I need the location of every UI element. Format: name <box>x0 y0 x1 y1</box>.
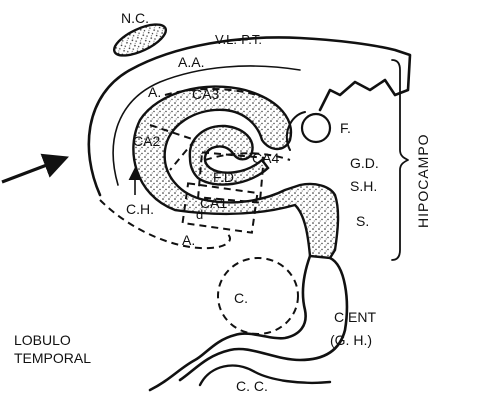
label-ca1: CA1 <box>200 195 227 211</box>
label-ch: C.H. <box>126 201 154 217</box>
label-s: S. <box>356 213 369 229</box>
label-cent: C.ENT <box>334 309 376 325</box>
label-fd: F.D. <box>213 169 238 185</box>
label-hipocampo: HIPOCAMPO <box>415 133 431 228</box>
label-nc: N.C. <box>121 10 149 26</box>
fimbria-shape <box>302 114 330 142</box>
label-ca2: CA2 <box>133 133 160 149</box>
pointer-arrow <box>2 160 60 182</box>
label-cc: C. C. <box>236 378 268 393</box>
label-temporal: TEMPORAL <box>14 350 91 366</box>
label-ca4: CA4 <box>252 150 279 166</box>
c-dashed-ellipse <box>218 258 298 334</box>
label-lobulo: LOBULO <box>14 332 71 348</box>
subiculum-body <box>180 258 347 380</box>
label-c: C. <box>234 290 248 306</box>
label-ca3: CA3 <box>192 86 219 102</box>
label-gd: G.D. <box>350 155 379 171</box>
label-f: F. <box>340 120 351 136</box>
label-sh: S.H. <box>350 178 377 194</box>
label-d: d <box>196 207 203 222</box>
label-gh: (G. H.) <box>330 332 372 348</box>
label-a-top: A. <box>148 84 161 100</box>
label-aa: A.A. <box>178 54 204 70</box>
label-a-bottom: A. <box>182 232 195 248</box>
label-vlpt: V.L.-P.T. <box>215 32 262 47</box>
